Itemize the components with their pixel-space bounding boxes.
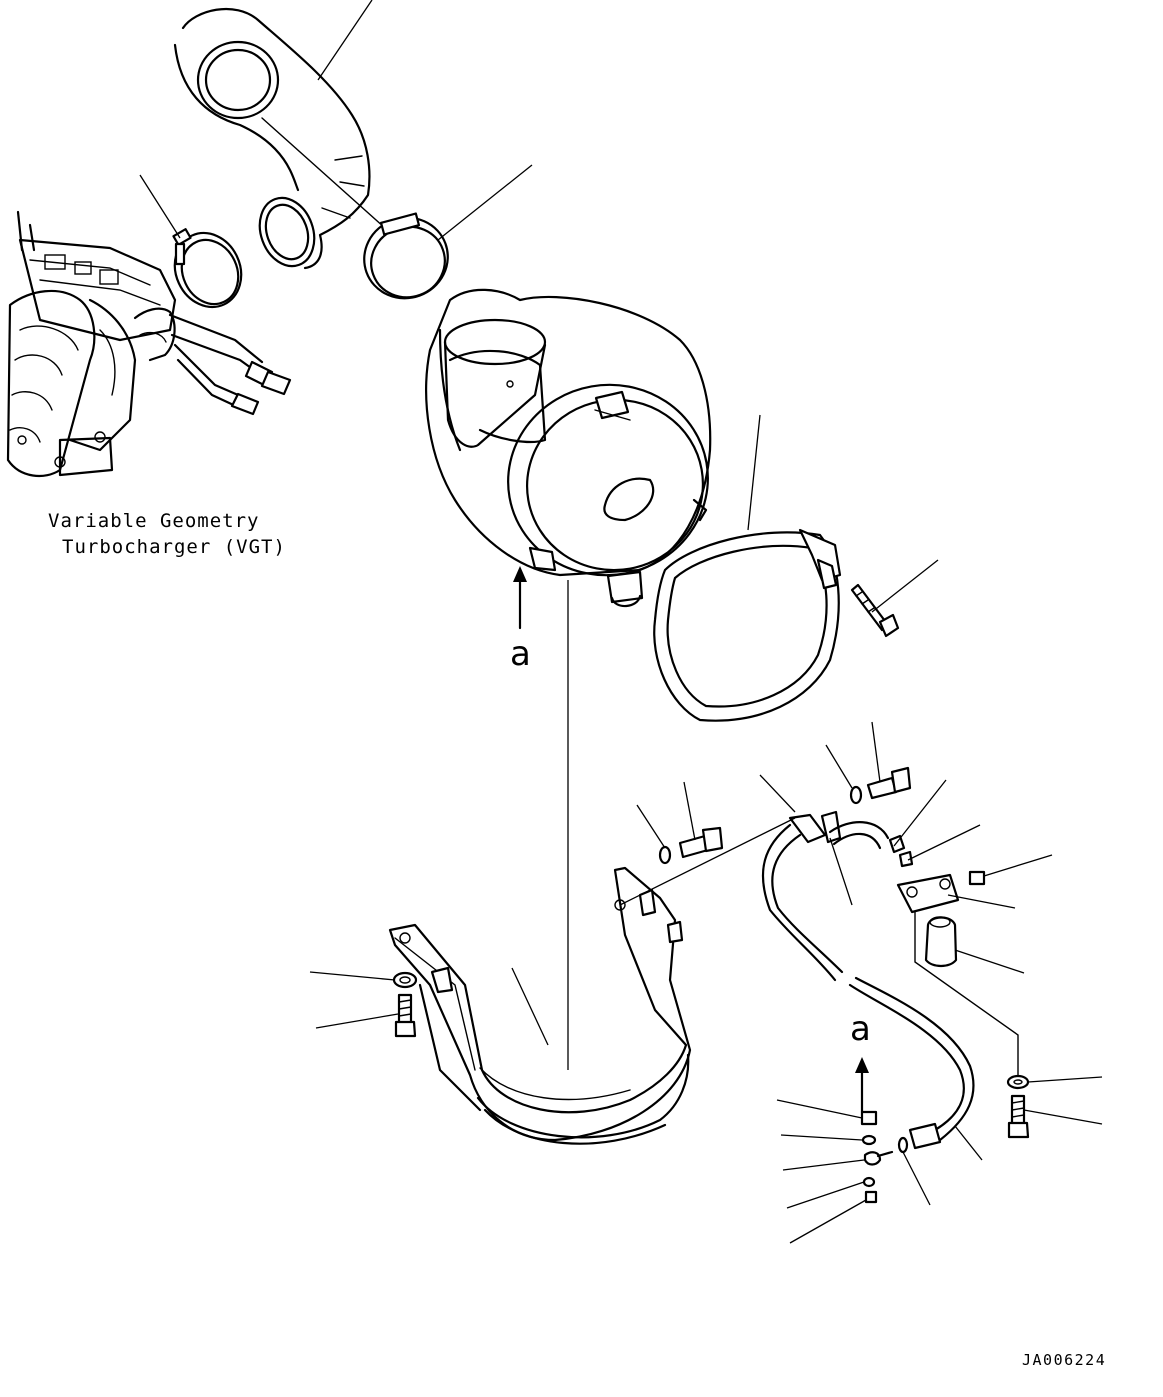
reference-label-a-lower: a [850, 1009, 871, 1049]
leader-lines [139, 0, 1103, 1244]
air-cleaner-assembly [425, 288, 712, 608]
cap-small [968, 870, 986, 886]
vgt-label-line2: Turbocharger (VGT) [62, 536, 286, 558]
bolt-lower-right [1007, 1094, 1030, 1139]
mounting-band [653, 528, 842, 722]
band-bolt [850, 583, 900, 638]
reference-arrow-upper [513, 566, 527, 630]
bracket-bolt-right [678, 826, 724, 859]
mounting-block [896, 873, 1019, 1076]
turbocharger-drawing [6, 210, 292, 477]
nut-small [888, 834, 914, 868]
bracket-washer-left [392, 971, 418, 989]
washer-lower-right [1006, 1074, 1030, 1090]
washer-small [849, 785, 863, 805]
reference-label-a-upper: a [510, 634, 531, 674]
vacuator-valve [924, 916, 958, 968]
hose-clamp-right [363, 212, 449, 300]
vacuator-tube-lower [848, 976, 975, 1150]
hose-elbow [828, 821, 890, 850]
vgt-label-line1: Variable Geometry [48, 510, 259, 532]
drawing-number: JA006224 [1022, 1351, 1106, 1369]
tube-bracket [788, 810, 842, 844]
hose-clamp-left [172, 228, 243, 309]
bracket-bolt-left [394, 993, 417, 1038]
air-cleaner-bracket [388, 866, 692, 1145]
vacuator-tube-upper [761, 823, 844, 982]
small-parts-stack [860, 1110, 909, 1204]
bracket-washer-right [658, 845, 672, 865]
air-intake-elbow-hose [173, 7, 386, 270]
bolt-small [866, 766, 912, 800]
reference-arrow-lower [855, 1057, 869, 1114]
